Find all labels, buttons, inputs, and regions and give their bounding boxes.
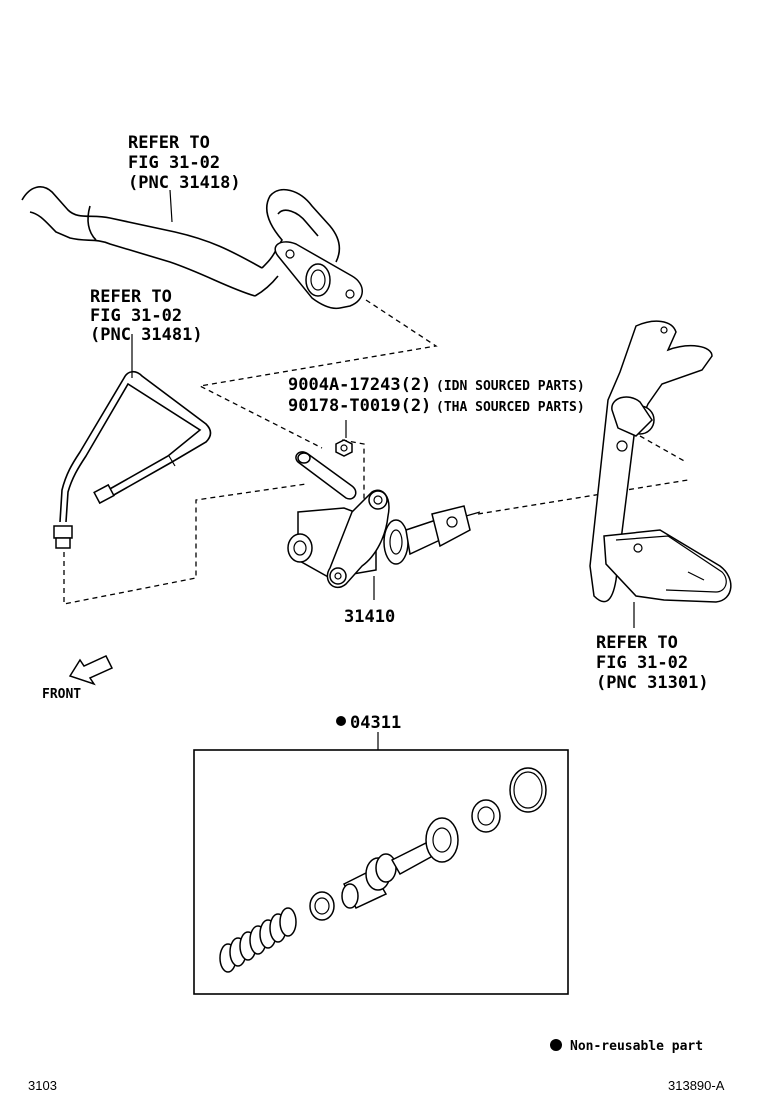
ref1-label: REFER TO FIG 31-02 (PNC 31418) <box>128 133 241 193</box>
master-cylinder-part-number: 31410 <box>344 607 395 627</box>
footer-right-code: 313890-A <box>668 1078 725 1093</box>
nut-b-note: (THA SOURCED PARTS) <box>436 400 585 415</box>
guide-lines <box>63 299 689 605</box>
ref3-line2: FIG 31-02 <box>596 653 688 673</box>
ref2-line3: (PNC 31481) <box>90 325 203 345</box>
ref1-leader <box>169 189 173 223</box>
kit-cup-seal-drawing <box>309 891 335 921</box>
ref3-label: REFER TO FIG 31-02 (PNC 31301) <box>596 633 709 693</box>
kit-box <box>193 749 569 995</box>
nut-drawing <box>335 439 353 457</box>
nut-a-part-number: 9004A-17243(2) <box>288 375 431 395</box>
legend-dot-icon <box>550 1039 562 1051</box>
legend-text: Non-reusable part <box>570 1039 703 1054</box>
ref2-label: REFER TO FIG 31-02 (PNC 31481) <box>90 287 203 345</box>
master-cylinder-drawing <box>287 451 481 589</box>
kit-spring-drawing <box>219 907 297 973</box>
clutch-pedal-drawing <box>589 320 732 603</box>
clutch-tube-drawing <box>53 370 212 549</box>
kit-seal-drawing <box>471 799 501 833</box>
nut-callouts: 9004A-17243(2) (IDN SOURCED PARTS) 90178… <box>288 375 585 416</box>
ref3-line3: (PNC 31301) <box>596 673 709 693</box>
clutch-pipe-drawing <box>21 186 363 310</box>
ref1-line3: (PNC 31418) <box>128 173 241 193</box>
front-label: FRONT <box>42 687 81 702</box>
non-reusable-dot-icon <box>336 716 346 726</box>
nut-a-note: (IDN SOURCED PARTS) <box>436 379 585 394</box>
footer-left-code: 3103 <box>28 1078 57 1093</box>
ref2-line1: REFER TO <box>90 287 172 307</box>
ref1-line2: FIG 31-02 <box>128 153 220 173</box>
ref2-line2: FIG 31-02 <box>90 306 182 326</box>
front-arrow-icon <box>68 655 114 686</box>
ref3-line1: REFER TO <box>596 633 678 653</box>
kit-part-number: 04311 <box>350 713 401 733</box>
ref1-line1: REFER TO <box>128 133 210 153</box>
kit-piston-drawing <box>341 817 459 909</box>
kit-o-ring-drawing <box>509 767 547 813</box>
nut-b-part-number: 90178-T0019(2) <box>288 396 431 416</box>
